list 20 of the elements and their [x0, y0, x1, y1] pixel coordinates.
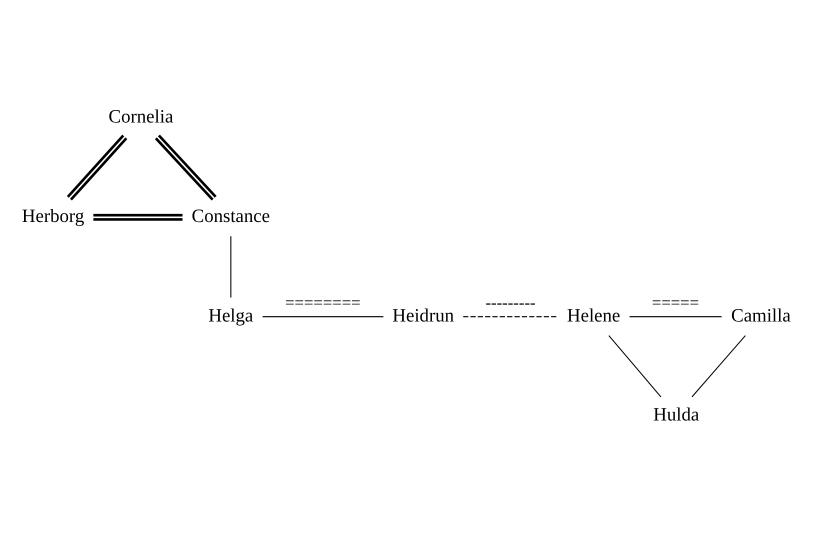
node-text: Hulda [653, 404, 700, 426]
edge-label: ===== [652, 292, 700, 312]
node-text: Heidrun [392, 304, 454, 326]
connector [608, 334, 662, 397]
connector [154, 134, 217, 200]
node-text: Constance [192, 205, 270, 226]
connector [66, 134, 128, 200]
node-text: Camilla [731, 304, 791, 326]
connector [262, 316, 384, 317]
connector [692, 334, 746, 397]
node-text: Herborg [22, 205, 84, 226]
connector [463, 316, 558, 317]
edge-label: ======== [285, 292, 361, 312]
connector [93, 213, 183, 220]
node-text: Helene [567, 304, 620, 326]
node-text: Cornelia [108, 106, 174, 128]
connector [630, 316, 722, 317]
edge-label: --------- [485, 292, 536, 312]
connector [230, 236, 232, 298]
node-text: Helga [208, 304, 254, 326]
